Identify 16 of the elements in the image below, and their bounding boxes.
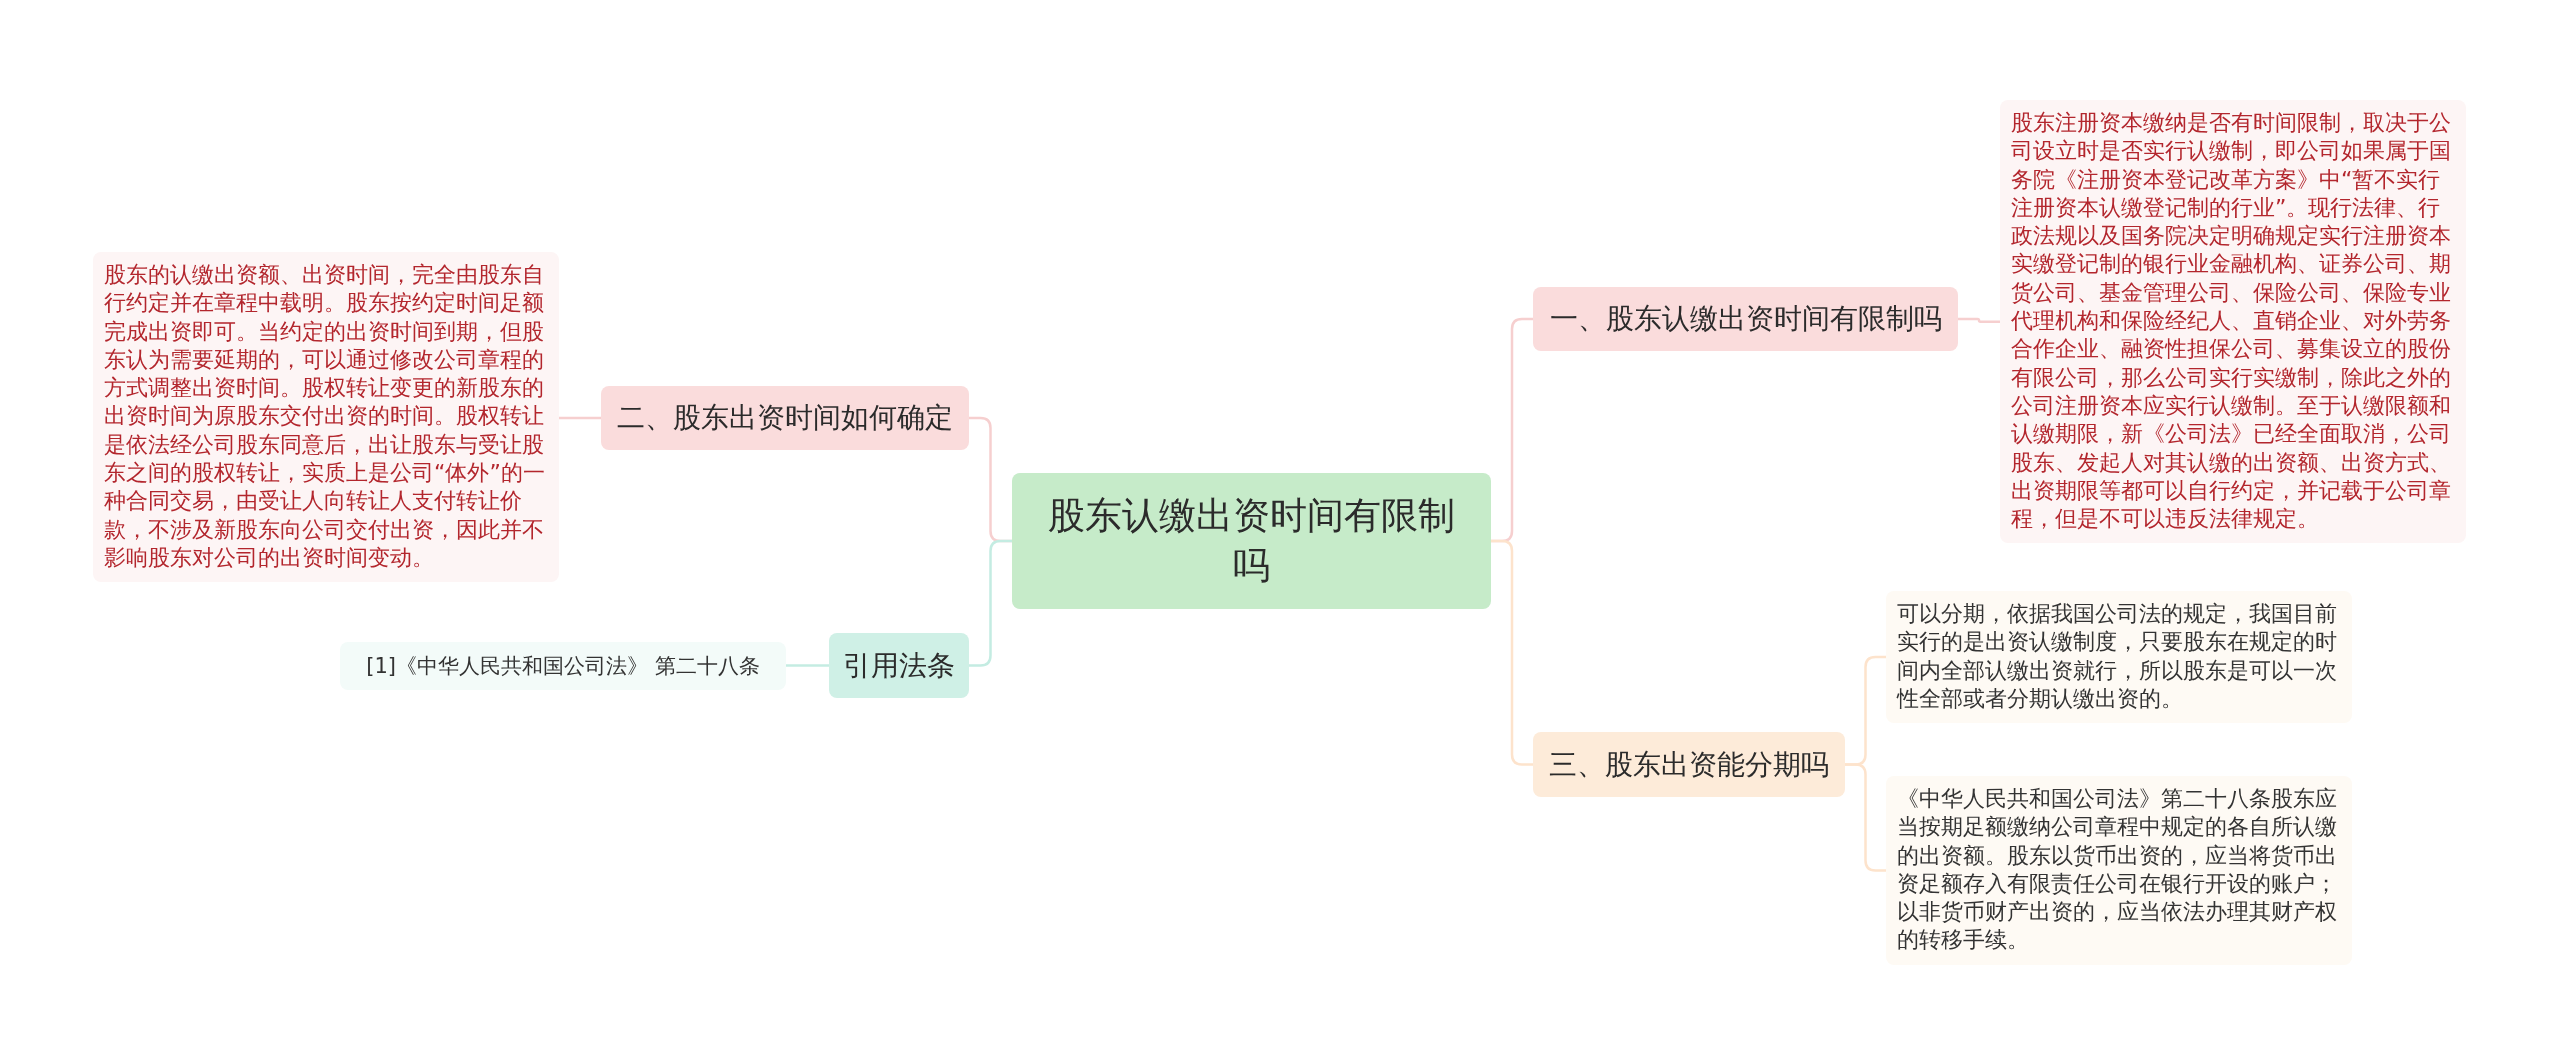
- connector-line: [1958, 317, 2000, 323]
- branch-topic: 三、股东出资能分期吗: [1533, 732, 1845, 797]
- connector-line: [1845, 763, 1886, 872]
- detail-note: 《中华人民共和国公司法》第二十八条股东应当按期足额缴纳公司章程中规定的各自所认缴的出资额。股东以货币出资的，应当将货币出资足额存入有限责任公司在银行开设的账户；以非货币财产出资的，应当依法办理其财产权的转移手续。: [1886, 776, 2352, 965]
- connector-line: [786, 664, 829, 667]
- branch-topic: 一、股东认缴出资时间有限制吗: [1533, 287, 1958, 351]
- detail-note: 股东注册资本缴纳是否有时间限制，取决于公司设立时是否实行认缴制，即公司如果属于国务院《注册资本登记改革方案》中“暂不实行注册资本认缴登记制的行业”。现行法律、行政法规以及国务院决定明确规定实行注册资本实缴登记制的银行业金融机构、证券公司、期货公司、基金管理公司、保险公司、保险专业代理机构和保险经纪人、直销企业、对外劳务合作企业、融资性担保公司、募集设立的股份有限公司，那么公司实行实缴制，除此之外的公司注册资本应实行认缴制。至于认缴限额和认缴期限，新《公司法》已经全面取消，公司股东、发起人对其认缴的出资额、出资方式、出资期限等都可以自行约定，并记载于公司章程，但是不可以违反法律规定。: [2000, 100, 2466, 544]
- connector-line: [1491, 539, 1533, 766]
- detail-note: 股东的认缴出资额、出资时间，完全由股东自行约定并在章程中载明。股东按约定时间足额完成出资即可。当约定的出资时间到期，但股东认为需要延期的，可以通过修改公司章程的方式调整出资时间。股权转让变更的新股东的出资时间为原股东交付出资的时间。股权转让是依法经公司股东同意后，出让股东与受让股东之间的股权转让，实质上是公司“体外”的一种合同交易，由受让人向转让人支付转让价款，不涉及新股东向公司交付出资，因此并不影响股东对公司的出资时间变动。: [93, 252, 559, 583]
- central-topic: 股东认缴出资时间有限制吗: [1012, 473, 1491, 609]
- connector-line: [969, 539, 1012, 667]
- detail-note: 可以分期，依据我国公司法的规定，我国目前实行的是出资认缴制度，只要股东在规定的时间内全部认缴出资就行，所以股东是可以一次性全部或者分期认缴出资的。: [1886, 591, 2352, 724]
- branch-topic: 二、股东出资时间如何确定: [601, 386, 969, 450]
- citation-note: [1]《中华人民共和国公司法》 第二十八条: [340, 642, 786, 690]
- branch-topic: 引用法条: [829, 633, 969, 698]
- connector-line: [559, 416, 601, 420]
